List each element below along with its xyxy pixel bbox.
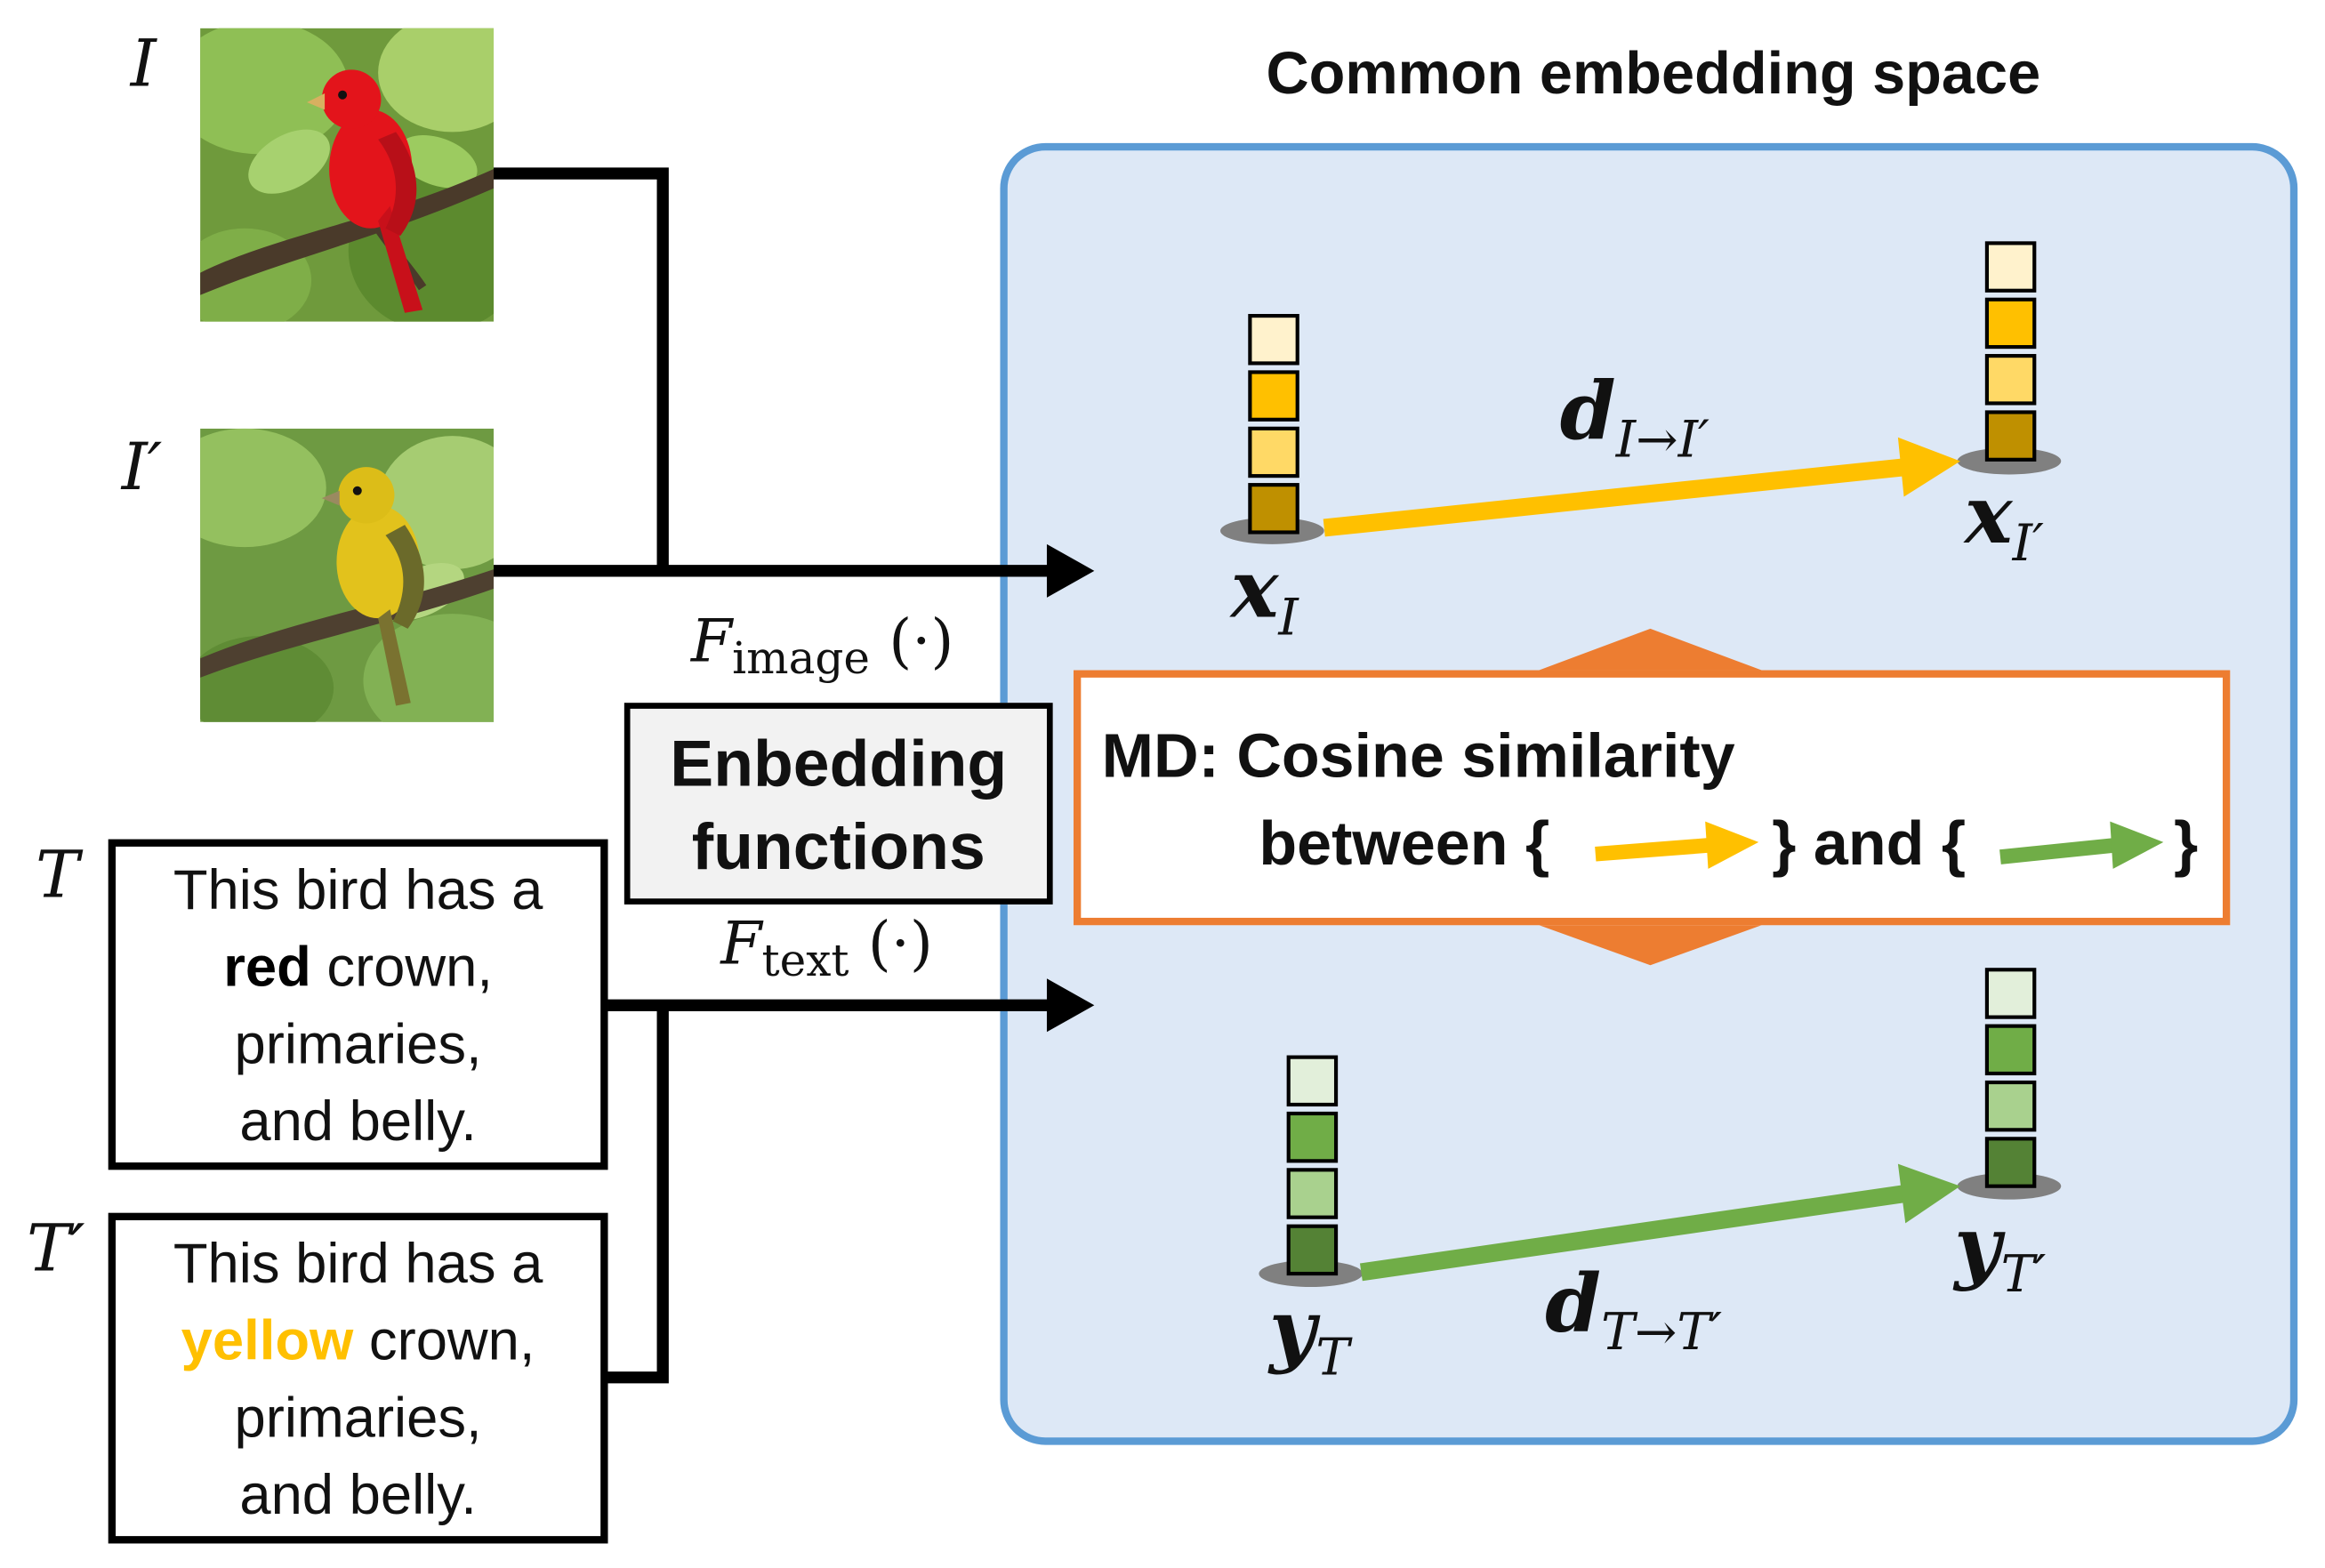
y-t-cell-4 (1286, 1224, 1339, 1276)
y-t-vector-stack (1286, 1055, 1339, 1276)
y-t-prime-cell-4 (1984, 1137, 2037, 1188)
y-t-cell-2 (1286, 1111, 1339, 1163)
md-line2-suffix: } (2173, 808, 2199, 878)
x-i-vector-stack (1248, 314, 1299, 535)
caption-t-highlight: red (223, 937, 311, 1000)
caption-t-line3: primaries, (234, 1014, 482, 1077)
x-i-cell-1 (1248, 314, 1299, 366)
caption-t-line2: crown, (310, 937, 493, 1000)
image-function-label: Fimage (·) (690, 607, 954, 686)
x-i-cell-4 (1248, 483, 1299, 535)
x-i-label: xI (1230, 541, 1299, 648)
text-function-label: Ftext (·) (720, 910, 933, 988)
caption-t-prime: This bird has a yellow crown, primaries,… (108, 1212, 608, 1544)
d-image-arrow (1323, 437, 1960, 537)
caption-t-prime-line3: primaries, (234, 1387, 482, 1451)
diagram-title: Common embedding space (1266, 41, 2041, 108)
x-i-prime-cell-1 (1984, 241, 2037, 293)
label-i-prime: I′ (121, 430, 163, 506)
label-t: T (36, 837, 79, 913)
embedding-functions-line1: Enbedding (670, 728, 1008, 801)
x-i-prime-vector-stack (1984, 241, 2037, 462)
x-i-prime-cell-4 (1984, 410, 2037, 462)
x-i-prime-label: xI′ (1964, 467, 2044, 575)
x-i-prime-cell-3 (1984, 354, 2037, 406)
y-t-label: yT (1269, 1281, 1350, 1388)
image-i-prime-photo (200, 428, 495, 722)
y-t-prime-cell-3 (1984, 1080, 2037, 1132)
y-t-prime-label: yT′ (1954, 1198, 2047, 1306)
y-t-prime-cell-2 (1984, 1024, 2037, 1076)
y-t-prime-vector-stack (1984, 968, 2037, 1188)
image-input-arrowhead (1046, 543, 1095, 598)
y-t-prime-cell-1 (1984, 968, 2037, 1019)
caption-t-prime-line4: and belly. (239, 1465, 477, 1528)
y-t-cell-1 (1286, 1055, 1339, 1107)
md-line2-mid: } and { (1772, 808, 1967, 878)
embedding-functions-box: Enbedding functions (623, 703, 1053, 905)
image-connector (492, 167, 1050, 577)
d-text-label: dT→T′ (1545, 1256, 1723, 1363)
x-i-prime-cell-2 (1984, 297, 2037, 350)
md-line1: MD: Cosine similarity (1101, 720, 1735, 791)
image-i-photo (200, 28, 495, 322)
text-connector (606, 999, 1050, 1384)
y-t-cell-3 (1286, 1168, 1339, 1219)
x-i-cell-3 (1248, 426, 1299, 478)
caption-t-prime-line2: crown, (353, 1310, 535, 1373)
embedding-functions-line2: functions (691, 810, 986, 884)
caption-t-prime-line1: This bird has a (173, 1234, 543, 1297)
d-image-label: dI→I′ (1559, 363, 1710, 470)
caption-t-line1: This bird has a (173, 859, 543, 922)
md-image-arrow-icon (1595, 821, 1759, 869)
d-text-arrow (1359, 1163, 1960, 1282)
caption-t-line4: and belly. (239, 1090, 477, 1154)
md-text-arrow-icon (1999, 821, 2164, 869)
md-box (1073, 670, 2231, 926)
md-line2-prefix: between { (1259, 808, 1550, 878)
caption-t: This bird has a red crown, primaries, an… (108, 839, 608, 1170)
caption-t-prime-highlight: yellow (181, 1310, 354, 1373)
label-t-prime: T′ (27, 1211, 85, 1288)
text-input-arrowhead (1046, 978, 1095, 1033)
label-i: I (130, 27, 157, 103)
x-i-cell-2 (1248, 370, 1299, 422)
